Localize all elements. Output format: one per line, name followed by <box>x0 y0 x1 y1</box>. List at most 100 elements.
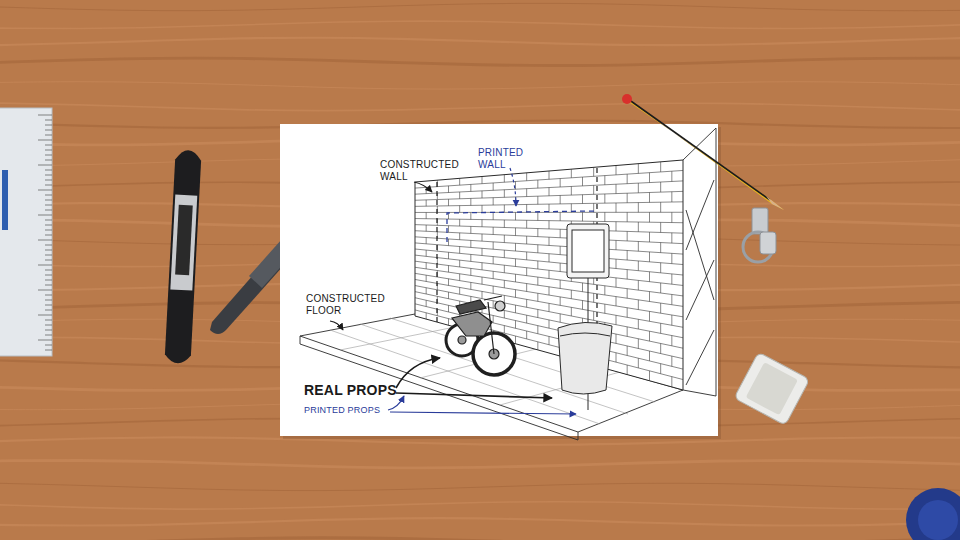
brick-joint <box>526 331 527 339</box>
brick-joint <box>526 299 527 307</box>
brick-joint <box>649 192 650 202</box>
brick-joint <box>504 326 505 334</box>
brick-joint <box>526 236 527 244</box>
ruler-tick <box>45 125 52 126</box>
brick-joint <box>616 334 617 343</box>
ruler-tick <box>45 130 52 131</box>
brick-joint <box>638 300 639 310</box>
marker-label-print <box>175 205 193 276</box>
brick-joint <box>470 198 471 205</box>
brick-joint <box>549 237 550 245</box>
brick-joint <box>515 336 516 344</box>
brick-joint <box>426 275 427 281</box>
brick-joint <box>638 183 639 193</box>
leader-arrow <box>396 393 552 398</box>
brick-joint <box>649 351 650 361</box>
brick-joint <box>537 180 538 188</box>
brick-joint <box>526 173 527 181</box>
ruler-tick <box>45 310 52 311</box>
brick-joint <box>649 173 650 183</box>
brick-joint <box>649 311 650 321</box>
brick-joint <box>493 183 494 190</box>
ruler-tick <box>45 155 52 156</box>
brick-pattern <box>415 162 683 387</box>
brick-joint <box>459 247 460 254</box>
brick-joint <box>493 315 494 322</box>
blue-cap-top <box>918 500 958 540</box>
brick-course <box>415 304 683 369</box>
brick-joint <box>426 200 427 206</box>
ruler-tick <box>38 115 52 116</box>
brick-joint <box>627 327 628 337</box>
brick-joint <box>537 261 538 269</box>
brick-joint <box>671 253 672 263</box>
brick-joint <box>459 192 460 199</box>
ruler-tick <box>45 275 52 276</box>
headlight <box>495 301 505 311</box>
grain-line <box>0 460 960 467</box>
brick-joint <box>671 315 672 325</box>
leader-arrow <box>388 396 404 410</box>
ruler-tick <box>38 315 52 316</box>
brick-joint <box>537 212 538 220</box>
ruler-tick <box>45 185 52 186</box>
brick-joint <box>604 304 605 313</box>
leader-arrow <box>396 358 440 388</box>
brick-joint <box>660 263 661 273</box>
brick-joint <box>515 228 516 236</box>
brick-joint <box>660 243 661 253</box>
annotation-label: PRINTED PROPS <box>304 405 380 416</box>
brick-joint <box>482 220 483 227</box>
brick-joint <box>582 283 583 292</box>
brick-joint <box>549 254 550 262</box>
brick-joint <box>638 261 639 271</box>
brick-joint <box>638 164 639 174</box>
brick-joint <box>526 315 527 323</box>
brick-joint <box>493 257 494 264</box>
brick-joint <box>426 187 427 193</box>
brick-joint <box>671 171 672 181</box>
brick-joint <box>571 186 572 195</box>
brick-joint <box>582 212 583 221</box>
brick-joint <box>560 212 561 220</box>
brick-joint <box>616 203 617 212</box>
ruler-tick <box>45 180 52 181</box>
ruler-tick <box>38 140 52 141</box>
brick-joint <box>671 377 672 387</box>
brick-joint <box>649 371 650 381</box>
usb-stick <box>752 208 768 234</box>
brick-joint <box>448 266 449 273</box>
brick-joint <box>482 191 483 198</box>
ruler-tick <box>45 225 52 226</box>
brick-joint <box>459 219 460 226</box>
ruler-tick <box>45 120 52 121</box>
brick-joint <box>549 303 550 311</box>
ruler-tick <box>38 165 52 166</box>
brick-course <box>415 237 683 254</box>
brick-joint <box>660 303 661 313</box>
brick-joint <box>616 222 617 231</box>
brick-joint <box>470 268 471 275</box>
brick-joint <box>448 186 449 193</box>
ruler-tick <box>45 250 52 251</box>
brick-joint <box>660 222 661 232</box>
brick-joint <box>627 365 628 375</box>
brick-joint <box>537 309 538 317</box>
annotation-label: REAL PROPS <box>304 382 397 399</box>
brick-joint <box>504 175 505 183</box>
brick-joint <box>504 265 505 273</box>
brick-joint <box>549 221 550 229</box>
brick-joint <box>616 297 617 306</box>
brick-joint <box>604 194 605 203</box>
brick-joint <box>560 297 561 305</box>
brick-joint <box>459 206 460 213</box>
brick-joint <box>627 231 628 241</box>
ruler-tick <box>45 195 52 196</box>
motorcycle <box>446 296 515 375</box>
brick-joint <box>470 226 471 233</box>
leader-arrow <box>510 168 516 206</box>
brick-joint <box>627 270 628 280</box>
brick-joint <box>616 259 617 268</box>
brick-joint <box>504 310 505 318</box>
